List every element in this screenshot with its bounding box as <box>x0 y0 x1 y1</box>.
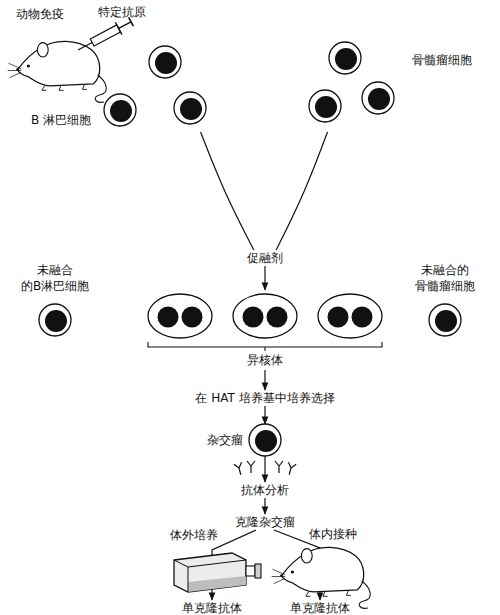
cell-nucleus <box>315 96 337 118</box>
flow-arrow <box>264 370 265 390</box>
cell-symbol <box>104 94 136 126</box>
cell-membrane <box>233 294 297 338</box>
node-label: 单克隆抗体 <box>280 600 360 615</box>
flask-cap <box>255 564 261 578</box>
node-label: 杂交瘤 <box>199 432 243 448</box>
process-step: 克隆杂交瘤 <box>220 514 310 530</box>
cell-membrane <box>318 294 382 338</box>
cell-nucleus <box>45 310 67 332</box>
heterokaryon-cell <box>148 294 212 338</box>
cell-symbol <box>39 304 71 336</box>
antibody-symbols <box>234 461 296 476</box>
cell-group: 骨髓瘤细胞 <box>300 38 410 132</box>
flask-edge <box>174 560 246 592</box>
cell-membrane <box>249 424 281 456</box>
cell-nucleus <box>352 307 373 328</box>
process-step: 抗体分析 <box>225 482 305 498</box>
cell-nucleus <box>335 48 357 70</box>
cell-group: B 淋巴细胞 <box>95 40 215 132</box>
cell-nucleus <box>180 98 202 120</box>
cell-membrane <box>104 94 136 126</box>
syringe-drawing <box>75 16 135 57</box>
cell-nucleus <box>182 307 203 328</box>
antibody-symbol <box>247 461 255 473</box>
cell-symbol <box>362 82 394 114</box>
node-label: B 淋巴细胞 <box>15 112 91 128</box>
cell-group: 未融合 的B淋巴细胞 <box>15 262 95 340</box>
cell-membrane <box>362 82 394 114</box>
syringe-flange <box>115 22 122 34</box>
flask-medium <box>188 576 246 592</box>
node-label: 未融合 的B淋巴细胞 <box>15 262 95 294</box>
flow-arrow <box>276 132 327 250</box>
syringe-plunger <box>119 22 131 29</box>
cell-drawing <box>249 424 281 456</box>
antibody-symbol <box>275 461 283 473</box>
cell-symbol <box>309 90 341 122</box>
cell-symbol <box>249 424 281 456</box>
cell-group: 异核体 <box>140 290 390 370</box>
cell-symbol <box>329 42 361 74</box>
process-step: 单克隆抗体 <box>280 600 360 615</box>
node-label: 未融合的 骨髓瘤细胞 <box>405 262 485 294</box>
mouse-drawing <box>272 547 371 608</box>
mouse-drawing <box>8 41 107 102</box>
process-step: 促融剂 <box>237 250 293 266</box>
flow-arrow <box>201 132 254 250</box>
heterokaryon-cell <box>318 294 382 338</box>
cell-membrane <box>148 294 212 338</box>
flow-arrow <box>264 266 265 290</box>
cell-nucleus <box>368 88 390 110</box>
edge-label: 体内接种 <box>309 526 357 542</box>
cell-membrane <box>149 46 181 78</box>
cell-group: 未融合的 骨髓瘤细胞 <box>405 262 485 340</box>
process-step: 在 HAT 培养基中培养选择 <box>165 390 365 406</box>
flow-arrow <box>264 406 265 424</box>
cell-nucleus <box>255 430 277 452</box>
node-label: 抗体分析 <box>225 482 305 498</box>
syringe-barrel <box>90 25 120 46</box>
cell-drawing <box>300 38 410 132</box>
cell-symbol <box>429 304 461 336</box>
process-step: 单克隆抗体 <box>172 600 252 615</box>
cell-membrane <box>429 304 461 336</box>
annotation-label: 动物免疫 <box>16 6 64 22</box>
flask-body <box>174 553 246 592</box>
culture-flask <box>174 553 261 592</box>
cell-nucleus <box>110 100 132 122</box>
cell-nucleus <box>155 52 177 74</box>
node-label: 在 HAT 培养基中培养选择 <box>165 390 365 406</box>
cell-nucleus <box>158 307 179 328</box>
cell-symbol <box>149 46 181 78</box>
cell-symbol <box>174 92 206 124</box>
cell-membrane <box>39 304 71 336</box>
group-bracket <box>148 342 382 351</box>
cell-nucleus <box>328 307 349 328</box>
flow-arrow <box>264 498 265 514</box>
cell-nucleus <box>267 307 288 328</box>
flask-neck <box>246 566 255 576</box>
annotation-label: 特定抗原 <box>98 4 146 20</box>
node-label: 骨髓瘤细胞 <box>412 52 488 68</box>
heterokaryon-cell <box>233 294 297 338</box>
syringe-needle <box>78 42 92 50</box>
cell-group: 杂交瘤 <box>249 424 281 456</box>
cell-membrane <box>309 90 341 122</box>
node-label: 促融剂 <box>237 250 293 266</box>
cell-membrane <box>329 42 361 74</box>
cell-nucleus <box>243 307 264 328</box>
edge-label: 体外培养 <box>170 527 218 543</box>
cell-membrane <box>174 92 206 124</box>
flow-arrow <box>264 456 265 482</box>
node-label: 克隆杂交瘤 <box>220 514 310 530</box>
node-label: 单克隆抗体 <box>172 600 252 615</box>
antibody-symbol <box>234 462 245 476</box>
cell-drawing <box>95 40 215 132</box>
antibody-symbol <box>285 462 296 476</box>
node-label: 异核体 <box>140 352 390 368</box>
cell-nucleus <box>435 310 457 332</box>
